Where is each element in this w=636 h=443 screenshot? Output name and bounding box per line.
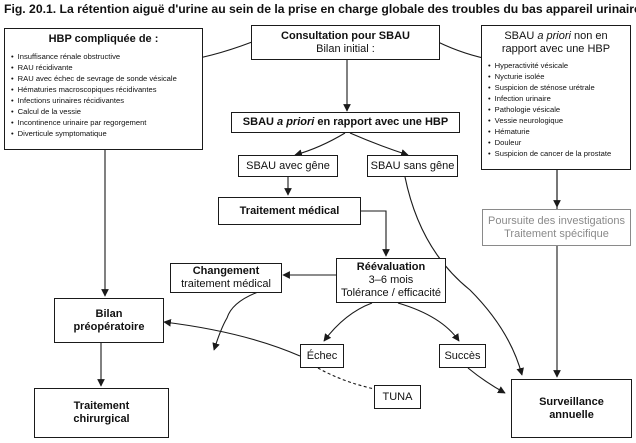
- node-bilan-preoperatoire: Bilan préopératoire: [54, 298, 164, 343]
- reevaluation-line1: Réévaluation: [356, 261, 426, 273]
- list-item: Insuffisance rénale obstructive: [11, 51, 196, 62]
- node-sbau-sans-gene: SBAU sans gêne: [367, 155, 458, 177]
- node-traitement-medical: Traitement médical: [218, 197, 361, 225]
- bilan-line1: Bilan: [95, 307, 123, 320]
- consultation-line1: Consultation pour SBAU: [281, 29, 410, 42]
- sbau-hbp-pre: SBAU: [242, 116, 278, 128]
- list-item: Hyperactivité vésicale: [488, 60, 624, 71]
- sbau-non-hbp-header: SBAU a priori non en rapport avec une HB…: [488, 30, 624, 56]
- arrow-succes-to-surveillance: [467, 367, 506, 394]
- list-item: Suspicion de sténose urétrale: [488, 82, 624, 93]
- hbp-compliquee-header: HBP compliquée de :: [48, 33, 159, 45]
- arrow-reevaluation-to-echec: [323, 302, 373, 342]
- reevaluation-line2: 3–6 mois: [368, 274, 414, 286]
- list-item: Suspicion de cancer de la prostate: [488, 148, 624, 159]
- list-item: Douleur: [488, 137, 624, 148]
- reevaluation-line3: Tolérance / efficacité: [340, 287, 442, 299]
- surveillance-line2: annuelle: [549, 408, 594, 421]
- node-sbau-gene: SBAU avec gêne: [238, 155, 338, 177]
- sbau-sans-gene-label: SBAU sans gêne: [370, 159, 455, 172]
- sbau-non-hbp-header-line2: rapport avec une HBP: [501, 43, 611, 55]
- sbau-non-hbp-header-post: non en: [570, 30, 608, 42]
- node-hbp-compliquee: HBP compliquée de : Insuffisance rénale …: [4, 28, 203, 150]
- node-surveillance: Surveillance annuelle: [511, 379, 632, 438]
- list-item: Incontinence urinaire par regorgement: [11, 117, 196, 128]
- poursuite-line1: Poursuite des investigations: [488, 214, 625, 227]
- list-item: Pathologie vésicale: [488, 104, 624, 115]
- tuna-label: TUNA: [382, 390, 413, 403]
- consultation-line2: Bilan initial :: [316, 42, 375, 55]
- node-sbau-hbp: SBAU a priori en rapport avec une HBP: [231, 112, 460, 133]
- arrow-traitement-to-reevaluation: [361, 210, 390, 257]
- arrow-sbau-hbp-to-gene: [294, 132, 346, 157]
- list-item: Infection urinaire: [488, 93, 624, 104]
- arrow-echec-to-bilan: [163, 319, 301, 357]
- figure-title: Fig. 20.1. La rétention aiguë d'urine au…: [4, 2, 636, 16]
- arrow-reevaluation-to-succes: [397, 302, 460, 342]
- chirurgical-line2: chirurgical: [73, 413, 130, 425]
- node-sbau-non-hbp: SBAU a priori non en rapport avec une HB…: [481, 25, 631, 170]
- node-changement: Changement traitement médical: [170, 263, 282, 293]
- node-traitement-chirurgical: Traitement chirurgical: [34, 388, 169, 438]
- echec-label: Échec: [306, 349, 338, 362]
- arrow-changement-to-bilan: [212, 291, 259, 351]
- node-consultation: Consultation pour SBAU Bilan initial :: [251, 25, 440, 60]
- node-poursuite: Poursuite des investigations Traitement …: [482, 209, 631, 246]
- changement-line2: traitement médical: [181, 278, 271, 290]
- hbp-compliquee-list: Insuffisance rénale obstructive RAU réci…: [11, 51, 196, 139]
- succes-label: Succès: [444, 349, 481, 362]
- sbau-non-hbp-header-pre: SBAU: [504, 30, 538, 42]
- list-item: Vessie neurologique: [488, 115, 624, 126]
- sbau-non-hbp-header-em: a priori: [537, 30, 571, 42]
- node-echec: Échec: [300, 344, 344, 368]
- traitement-medical-label: Traitement médical: [239, 204, 340, 217]
- list-item: Hématuries macroscopiques récidivantes: [11, 84, 196, 95]
- arrow-sbau-hbp-to-sans-gene: [349, 132, 409, 157]
- sbau-hbp-label: SBAU a priori en rapport avec une HBP: [243, 116, 448, 129]
- sbau-gene-label: SBAU avec gêne: [246, 159, 330, 172]
- node-tuna: TUNA: [374, 385, 421, 409]
- sbau-hbp-post: en rapport avec une HBP: [314, 116, 449, 128]
- node-reevaluation: Réévaluation 3–6 mois Tolérance / effica…: [336, 258, 446, 303]
- bilan-line2: préopératoire: [73, 320, 145, 333]
- poursuite-line2: Traitement spécifique: [504, 227, 609, 240]
- list-item: Diverticule symptomatique: [11, 128, 196, 139]
- list-item: RAU récidivante: [11, 62, 196, 73]
- node-succes: Succès: [439, 344, 486, 368]
- chirurgical-line1: Traitement: [73, 400, 130, 412]
- list-item: Hématurie: [488, 126, 624, 137]
- sbau-non-hbp-list: Hyperactivité vésicale Nycturie isolée S…: [488, 60, 624, 159]
- list-item: Infections urinaires récidivantes: [11, 95, 196, 106]
- surveillance-line1: Surveillance: [539, 395, 604, 408]
- arrow-sans-gene-to-surveillance: [404, 176, 524, 376]
- changement-line1: Changement: [192, 265, 260, 277]
- sbau-hbp-em: a priori: [277, 116, 315, 128]
- list-item: Calcul de la vessie: [11, 106, 196, 117]
- list-item: RAU avec échec de sevrage de sonde vésic…: [11, 73, 196, 84]
- list-item: Nycturie isolée: [488, 71, 624, 82]
